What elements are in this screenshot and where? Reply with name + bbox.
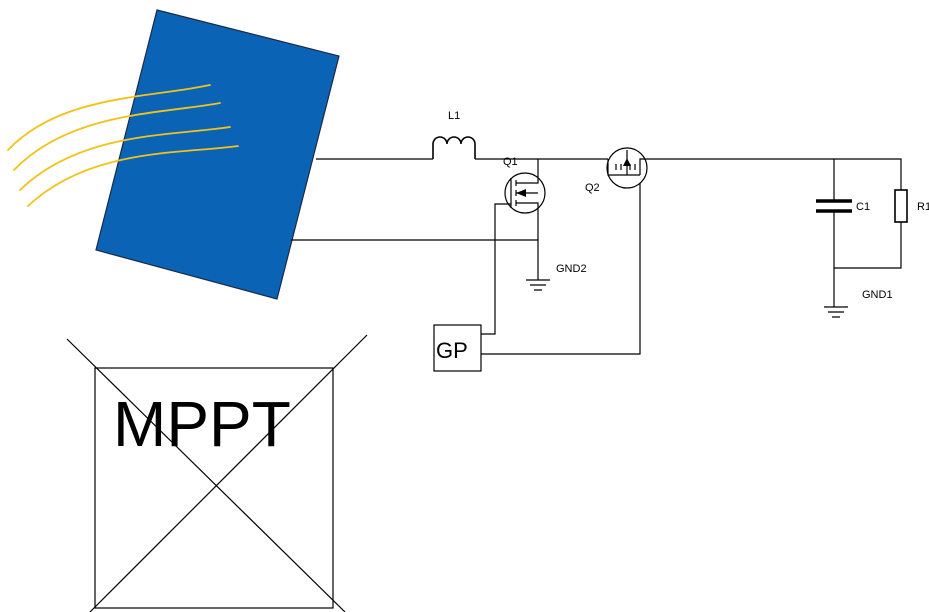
label-gnd2: GND2	[556, 263, 587, 275]
resistor-r1	[834, 189, 908, 269]
sun-rays	[7, 84, 239, 207]
label-r1: R1	[917, 201, 929, 213]
mosfet-q2	[606, 147, 830, 189]
gate-driver-box	[433, 324, 482, 372]
label-q2: Q2	[585, 182, 600, 194]
ground-gnd1	[824, 268, 848, 318]
mosfet-q1	[504, 172, 546, 240]
wire-panel-negative	[291, 239, 539, 272]
wire-q2-gate	[481, 183, 641, 355]
inductor-l1	[432, 136, 476, 159]
label-gp: GP	[436, 338, 468, 363]
wire-q1-gate	[481, 203, 511, 335]
solar-panel	[95, 9, 340, 300]
ground-gnd2	[526, 272, 550, 291]
label-gnd1: GND1	[862, 289, 893, 301]
wire-output-rail	[830, 158, 902, 190]
mppt-block	[66, 334, 368, 612]
capacitor-c1	[816, 159, 852, 268]
label-l1: L1	[448, 110, 460, 122]
label-q1: Q1	[503, 156, 518, 168]
label-mppt: MPPT	[113, 388, 291, 460]
label-c1: C1	[856, 201, 870, 213]
